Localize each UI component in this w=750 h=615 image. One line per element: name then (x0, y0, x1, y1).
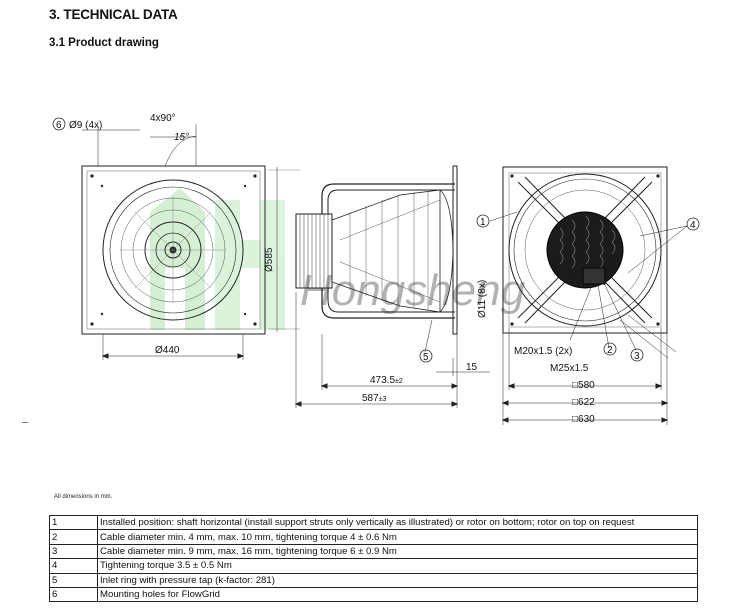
callout-2: 2 (603, 342, 617, 356)
callout-5: 5 (419, 349, 433, 363)
svg-text:4: 4 (690, 220, 696, 231)
length-587-label: 587±3 (362, 393, 387, 404)
gland-m25-label: M25x1.5 (550, 363, 589, 374)
square-630-label: □630 (572, 414, 595, 425)
margin-tick (22, 422, 28, 423)
depth-15-label: 15 (466, 362, 478, 373)
rear-view (489, 166, 688, 425)
dimensions-note: All dimensions in mm. (54, 494, 113, 500)
note-number: 4 (49, 558, 98, 574)
svg-text:6: 6 (56, 120, 62, 131)
section-title: 3. TECHNICAL DATA (49, 7, 178, 22)
mounting-holes-label: Ø9 (4x) (69, 120, 102, 131)
callout-6: 6 (52, 117, 66, 131)
note-number: 3 (49, 543, 98, 560)
svg-text:2: 2 (607, 345, 613, 356)
diameter-440-label: Ø440 (155, 345, 180, 356)
gland-m20-label: M20x1.5 (2x) (514, 346, 572, 357)
note-text: Inlet ring with pressure tap (k-factor: … (97, 572, 698, 588)
product-drawing: Hongsheng (52, 113, 700, 425)
svg-text:5: 5 (423, 352, 429, 363)
square-622-label: □622 (572, 397, 595, 408)
subsection-title: 3.1 Product drawing (49, 37, 159, 49)
side-view (268, 165, 490, 408)
square-580-label: □580 (572, 380, 595, 391)
callout-4: 4 (686, 217, 700, 231)
note-number: 5 (49, 572, 98, 588)
note-number: 6 (49, 586, 98, 603)
angle-4x90-label: 4x90° (150, 113, 176, 124)
note-text: Installed position: shaft horizontal (in… (97, 514, 698, 531)
note-text: Cable diameter min. 4 mm, max. 10 mm, ti… (97, 529, 698, 545)
front-view (81, 124, 266, 360)
height-585-label: Ø585 (264, 247, 275, 272)
note-number: 2 (49, 529, 98, 545)
length-473-label: 473.5±2 (370, 375, 403, 386)
svg-text:1: 1 (480, 217, 486, 228)
watermark-logo: Hongsheng (150, 188, 526, 330)
angle-15-label: 15° (174, 132, 189, 143)
callout-3: 3 (630, 348, 644, 362)
note-number: 1 (49, 514, 98, 531)
note-text: Tightening torque 3.5 ± 0.5 Nm (97, 558, 698, 574)
note-text: Mounting holes for FlowGrid (97, 586, 698, 603)
callout-1: 1 (476, 214, 490, 228)
note-text: Cable diameter min. 9 mm, max. 16 mm, ti… (97, 543, 698, 560)
watermark-text: Hongsheng (300, 266, 526, 315)
diameter-11-label: Ø11 (8x) (477, 280, 488, 318)
svg-text:3: 3 (634, 351, 640, 362)
